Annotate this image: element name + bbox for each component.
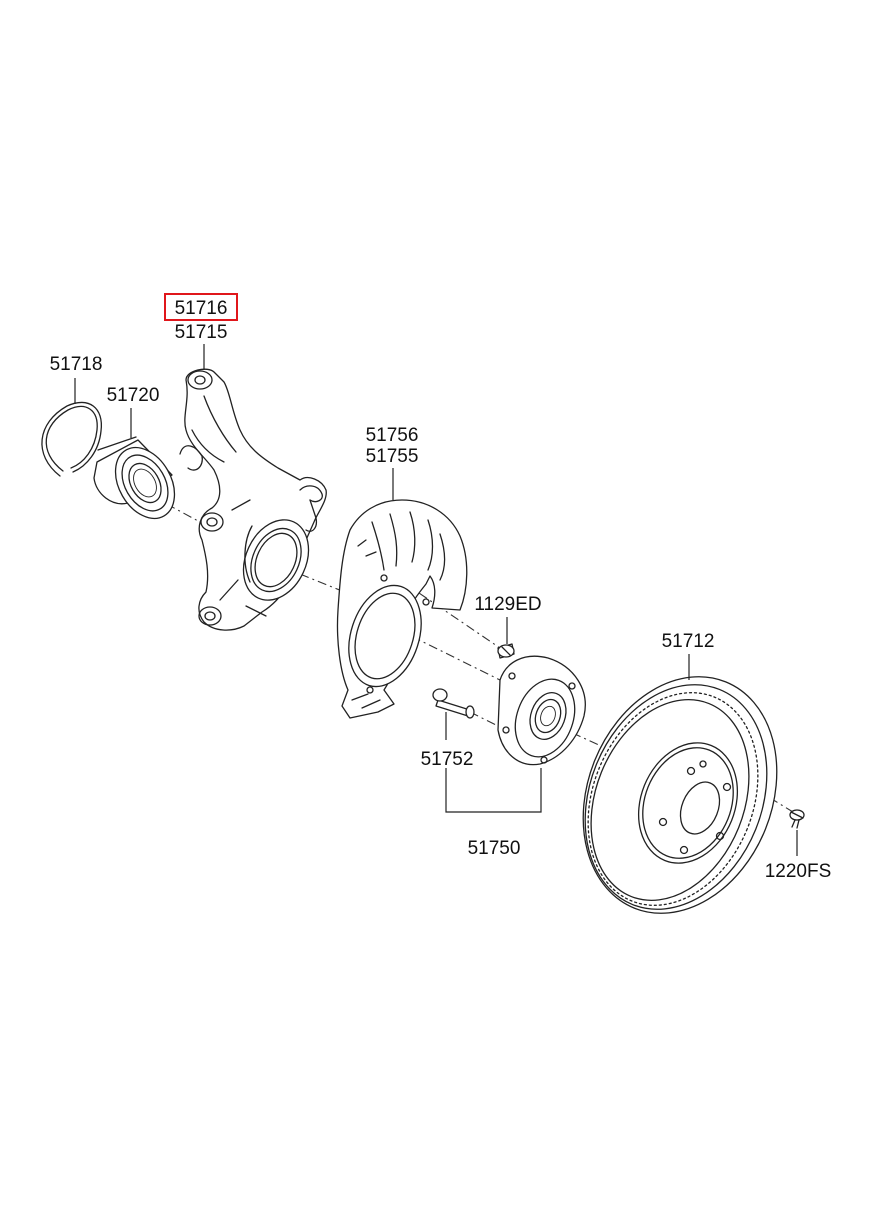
- wheel-bearing-51720[interactable]: [93, 436, 187, 529]
- callout-51716[interactable]: 51716: [164, 293, 238, 321]
- leader-lines: [74, 344, 798, 856]
- part-number-51750[interactable]: 51750: [468, 838, 521, 859]
- screw-1220FS[interactable]: [789, 809, 805, 829]
- wheel-hub-51750[interactable]: [497, 655, 586, 766]
- part-number-51718[interactable]: 51718: [50, 354, 103, 375]
- snap-ring-51718[interactable]: [41, 401, 102, 477]
- part-number-51715[interactable]: 51715: [175, 322, 228, 343]
- part-number-51720[interactable]: 51720: [107, 385, 160, 406]
- part-number-51752[interactable]: 51752: [421, 749, 474, 770]
- highlight-box: [164, 293, 238, 321]
- part-number-51756[interactable]: 51756: [366, 425, 419, 446]
- hub-bolt-51752[interactable]: [432, 688, 475, 719]
- dust-cover-51756[interactable]: [336, 499, 468, 719]
- part-number-1220FS[interactable]: 1220FS: [765, 861, 832, 882]
- part-number-labels: 51716 51715 51718 51720 51756 51755 1129…: [50, 293, 832, 882]
- part-number-51712[interactable]: 51712: [662, 631, 715, 652]
- brake-disc-51712[interactable]: [549, 647, 811, 942]
- part-number-51755[interactable]: 51755: [366, 446, 419, 467]
- steering-knuckle-51716[interactable]: [179, 368, 327, 631]
- part-number-1129ED[interactable]: 1129ED: [474, 594, 541, 615]
- part-number-51716: 51716: [175, 298, 228, 319]
- bolt-1129ED[interactable]: [497, 643, 515, 659]
